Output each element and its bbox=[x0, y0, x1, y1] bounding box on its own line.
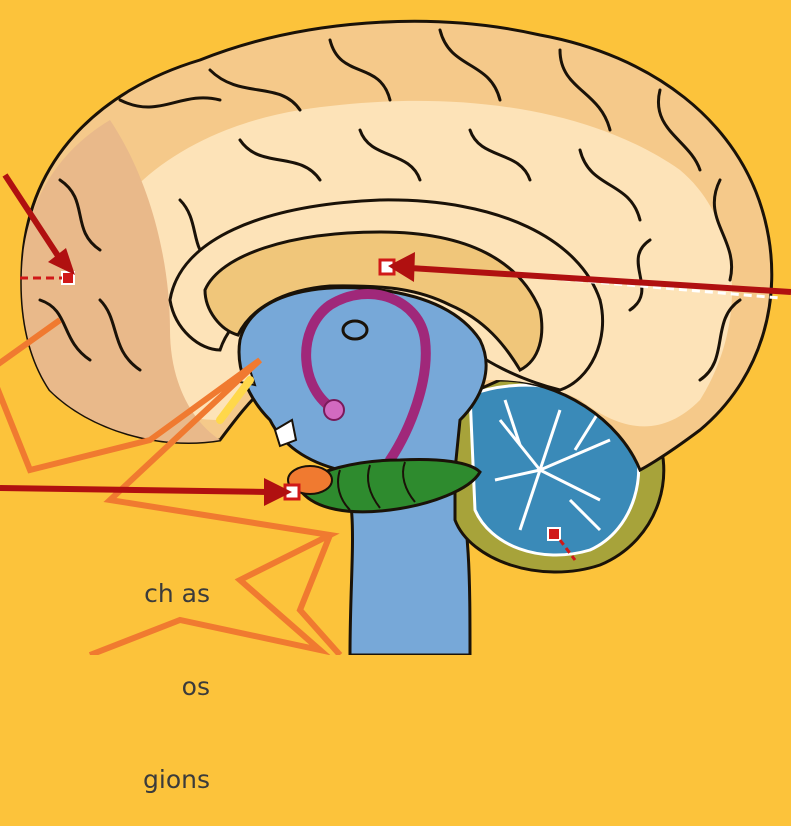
interthalamic-ring bbox=[343, 321, 367, 339]
ventricle bbox=[239, 288, 486, 485]
mammillary-body bbox=[324, 400, 344, 420]
marker-frontal bbox=[62, 272, 74, 284]
pointer-arrow-icon-amygdala bbox=[0, 478, 292, 506]
marker-cerebellum bbox=[548, 528, 560, 540]
caption-line-1: ch as bbox=[0, 578, 210, 609]
caption-line-2: os bbox=[0, 671, 210, 702]
caption-line-3: gions bbox=[0, 764, 210, 795]
caption-text: ch as os gions bbox=[0, 516, 210, 826]
